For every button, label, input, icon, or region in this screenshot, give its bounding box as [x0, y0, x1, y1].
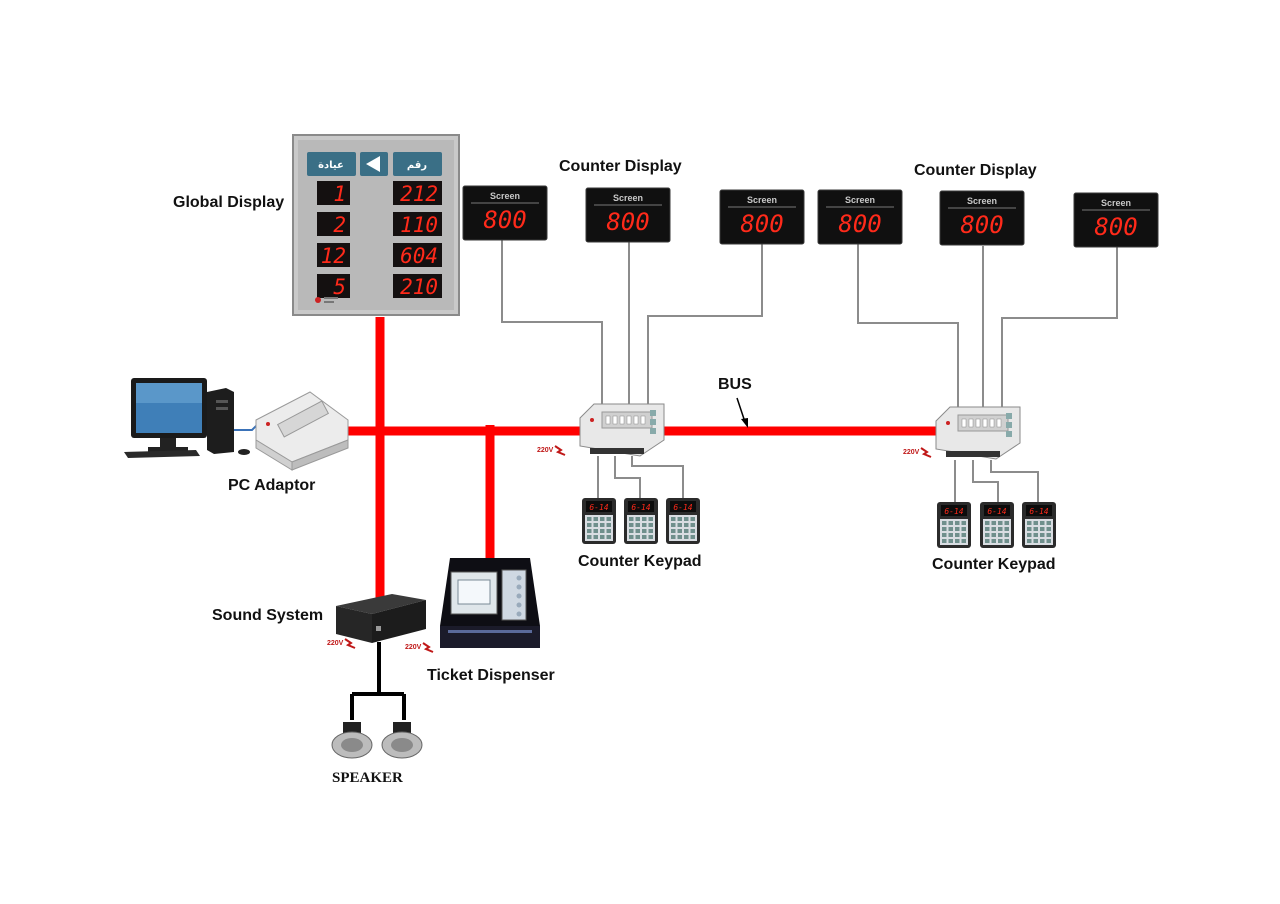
ticket-dispenser: [440, 558, 540, 648]
label-counter-keypad-right: Counter Keypad: [932, 556, 1056, 573]
label-pc-adaptor: PC Adaptor: [228, 477, 315, 494]
power-label: 220V: [405, 644, 422, 651]
global-counter-number: 12: [321, 244, 346, 268]
signal-wires: [501, 240, 1118, 502]
power-plug: 220V: [405, 642, 434, 653]
counter-screen-caption: Screen: [747, 195, 777, 205]
global-ticket-number: 110: [400, 213, 438, 237]
counter-screen-caption: Screen: [490, 191, 520, 201]
pc-adaptor: [255, 391, 349, 471]
label-counter-keypad-left: Counter Keypad: [578, 553, 702, 570]
global-row: 12 604: [317, 243, 442, 268]
global-header-right: رقم: [407, 160, 427, 171]
counter-keypad: 6-14: [1022, 502, 1056, 548]
label-bus: BUS: [718, 376, 752, 393]
bus-arrow: [736, 397, 748, 428]
distributor-box: [579, 403, 665, 457]
label-ticket-dispenser: Ticket Dispenser: [427, 667, 555, 684]
global-ticket-number: 210: [400, 275, 438, 299]
counter-displays: Screen800Screen800Screen800Screen800Scre…: [462, 185, 1159, 248]
global-display: عيادة رقم 1 212 2 110 12 604 5 210: [292, 134, 460, 316]
label-speaker: SPEAKER: [332, 770, 403, 786]
keypad-display: 6-14: [589, 503, 608, 512]
counter-screen-caption: Screen: [845, 195, 875, 205]
keypad-display: 6-14: [1029, 507, 1048, 516]
power-plug: 220V: [903, 447, 932, 458]
power-label: 220V: [537, 447, 554, 454]
keypad-display: 6-14: [987, 507, 1006, 516]
counter-screen-value: 800: [606, 208, 649, 236]
global-counter-number: 1: [333, 182, 346, 206]
label-global-display: Global Display: [173, 194, 284, 211]
counter-screen-value: 800: [1094, 213, 1137, 241]
label-counter-display-right: Counter Display: [914, 162, 1037, 179]
counter-screen: Screen 800: [939, 190, 1025, 246]
counter-keypads: 6-14 6-14 6-14 6-14 6-14 6-14: [582, 498, 1056, 548]
counter-keypad: 6-14: [937, 502, 971, 548]
global-row: 1 212: [317, 181, 442, 206]
distributor-boxes: [579, 403, 1021, 460]
global-ticket-number: 212: [400, 182, 438, 206]
counter-screen: Screen 800: [585, 187, 671, 243]
power-plug: 220V: [537, 445, 566, 456]
counter-screen-value: 800: [740, 210, 783, 238]
sound-system: [336, 594, 426, 643]
label-sound-system: Sound System: [212, 607, 323, 624]
counter-screen: Screen 800: [719, 189, 805, 245]
global-counter-number: 5: [333, 275, 346, 299]
global-row: 5 210: [317, 274, 442, 299]
distributor-box: [935, 406, 1021, 460]
keypad-display: 6-14: [673, 503, 692, 512]
speakers: [331, 722, 423, 759]
counter-screen-value: 800: [483, 206, 526, 234]
power-label: 220V: [327, 640, 344, 647]
global-header-left: عيادة: [318, 160, 344, 171]
global-row: 2 110: [317, 212, 442, 237]
counter-keypad: 6-14: [582, 498, 616, 544]
counter-screen-value: 800: [960, 211, 1003, 239]
label-counter-display-left: Counter Display: [559, 158, 682, 175]
power-plug: 220V: [327, 638, 356, 649]
counter-screen-caption: Screen: [1101, 198, 1131, 208]
speaker-wires: [350, 642, 406, 720]
global-counter-number: 2: [333, 213, 346, 237]
keypad-display: 6-14: [944, 507, 963, 516]
counter-screen-caption: Screen: [967, 196, 997, 206]
counter-screen-caption: Screen: [613, 193, 643, 203]
counter-keypad: 6-14: [666, 498, 700, 544]
power-markers: 220V 220V 220V 220V: [327, 445, 932, 653]
global-ticket-number: 604: [400, 244, 438, 268]
counter-keypad: 6-14: [624, 498, 658, 544]
keypad-display: 6-14: [631, 503, 650, 512]
counter-screen: Screen 800: [817, 189, 903, 245]
power-label: 220V: [903, 449, 920, 456]
pc-computer: [124, 378, 259, 458]
counter-screen: Screen 800: [462, 185, 548, 241]
counter-keypad: 6-14: [980, 502, 1014, 548]
counter-screen-value: 800: [838, 210, 881, 238]
counter-screen: Screen 800: [1073, 192, 1159, 248]
